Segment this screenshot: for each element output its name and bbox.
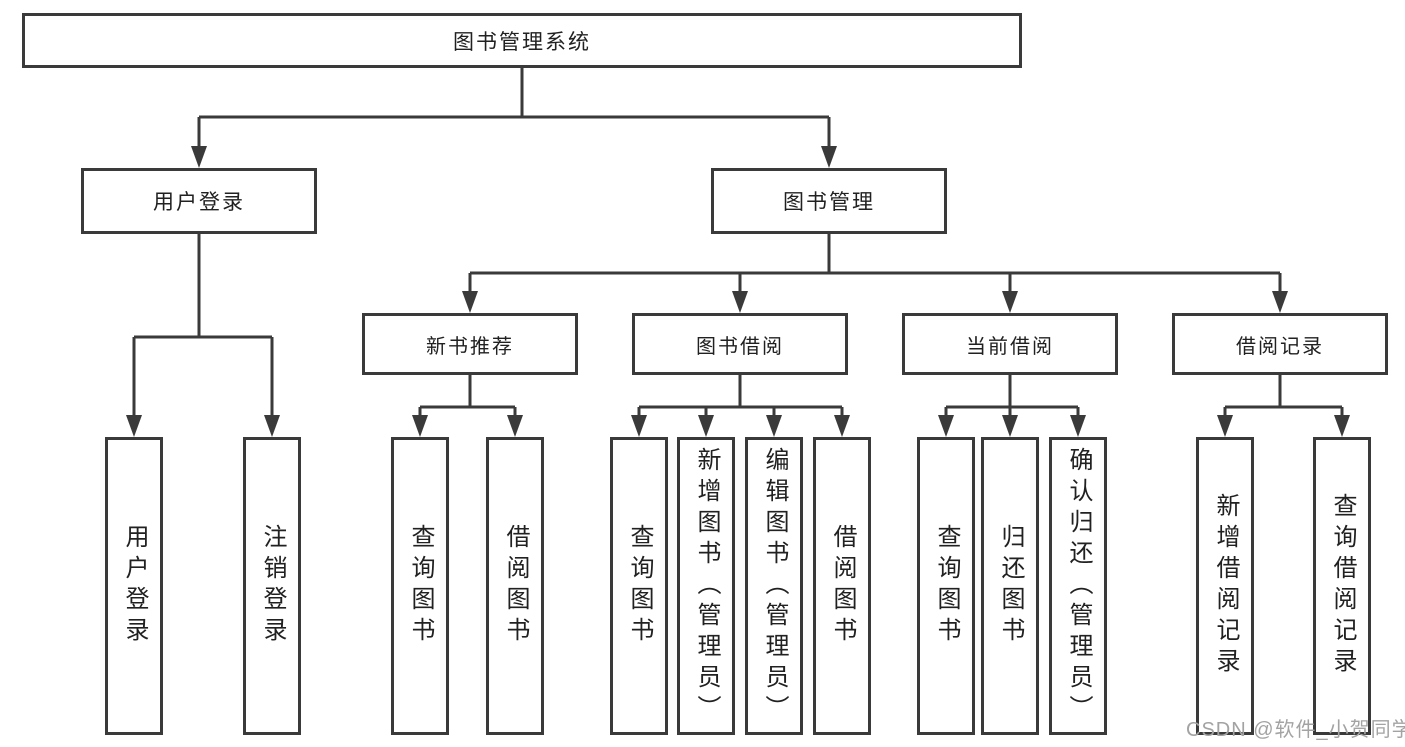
leaf-query-borrow-record-label: 查询借阅记录 [1329, 493, 1356, 679]
node-new-book-recommend-label: 新书推荐 [426, 335, 514, 358]
node-current-borrowing: 当前借阅 [902, 313, 1118, 375]
node-user-login: 用户登录 [81, 168, 317, 234]
leaf-user-login-label: 用户登录 [121, 524, 148, 648]
leaf-query-borrow-record: 查询借阅记录 [1313, 437, 1371, 735]
leaf-borrow-books-borrowing-label: 借阅图书 [829, 524, 856, 648]
leaf-query-books-borrowing-label: 查询图书 [626, 524, 653, 648]
leaf-add-borrow-record-label: 新增借阅记录 [1212, 493, 1239, 679]
leaf-add-books-admin-label: 新增图书（管理员） [693, 446, 720, 726]
node-borrow-records-label: 借阅记录 [1236, 335, 1324, 358]
node-borrow-records: 借阅记录 [1172, 313, 1388, 375]
connector-userlogin-to-leaves [126, 234, 280, 437]
leaf-add-borrow-record: 新增借阅记录 [1196, 437, 1254, 735]
node-root-label: 图书管理系统 [453, 30, 591, 54]
node-user-login-label: 用户登录 [153, 191, 245, 214]
connector-bookmgmt-to-level3 [462, 234, 1288, 313]
leaf-user-login: 用户登录 [105, 437, 163, 735]
csdn-watermark: CSDN @软件_小贺同学 [1186, 719, 1405, 741]
leaf-edit-books-admin-label: 编辑图书（管理员） [761, 446, 788, 726]
node-book-management: 图书管理 [711, 168, 947, 234]
leaf-query-books-borrowing: 查询图书 [610, 437, 668, 735]
leaf-confirm-return-admin-label: 确认归还（管理员） [1065, 446, 1092, 726]
connector-recommend-to-leaves [412, 375, 523, 437]
node-root-system: 图书管理系统 [22, 13, 1022, 68]
leaf-borrow-books-borrowing: 借阅图书 [813, 437, 871, 735]
node-book-management-label: 图书管理 [783, 191, 875, 214]
leaf-query-books-current-label: 查询图书 [933, 524, 960, 648]
leaf-query-books-recommend: 查询图书 [391, 437, 449, 735]
node-book-borrowing: 图书借阅 [632, 313, 848, 375]
leaf-logout-label: 注销登录 [259, 524, 286, 648]
node-book-borrowing-label: 图书借阅 [696, 335, 784, 358]
leaf-borrow-books-recommend-label: 借阅图书 [502, 524, 529, 648]
leaf-confirm-return-admin: 确认归还（管理员） [1049, 437, 1107, 735]
connector-borrowing-to-leaves [631, 375, 850, 437]
node-new-book-recommend: 新书推荐 [362, 313, 578, 375]
leaf-query-books-current: 查询图书 [917, 437, 975, 735]
connector-root-to-level2 [191, 68, 837, 168]
connector-current-to-leaves [938, 375, 1086, 437]
connector-records-to-leaves [1217, 375, 1350, 437]
leaf-query-books-recommend-label: 查询图书 [407, 524, 434, 648]
leaf-edit-books-admin: 编辑图书（管理员） [745, 437, 803, 735]
leaf-logout: 注销登录 [243, 437, 301, 735]
leaf-add-books-admin: 新增图书（管理员） [677, 437, 735, 735]
leaf-borrow-books-recommend: 借阅图书 [486, 437, 544, 735]
leaf-return-books: 归还图书 [981, 437, 1039, 735]
leaf-return-books-label: 归还图书 [997, 524, 1024, 648]
node-current-borrowing-label: 当前借阅 [966, 335, 1054, 358]
